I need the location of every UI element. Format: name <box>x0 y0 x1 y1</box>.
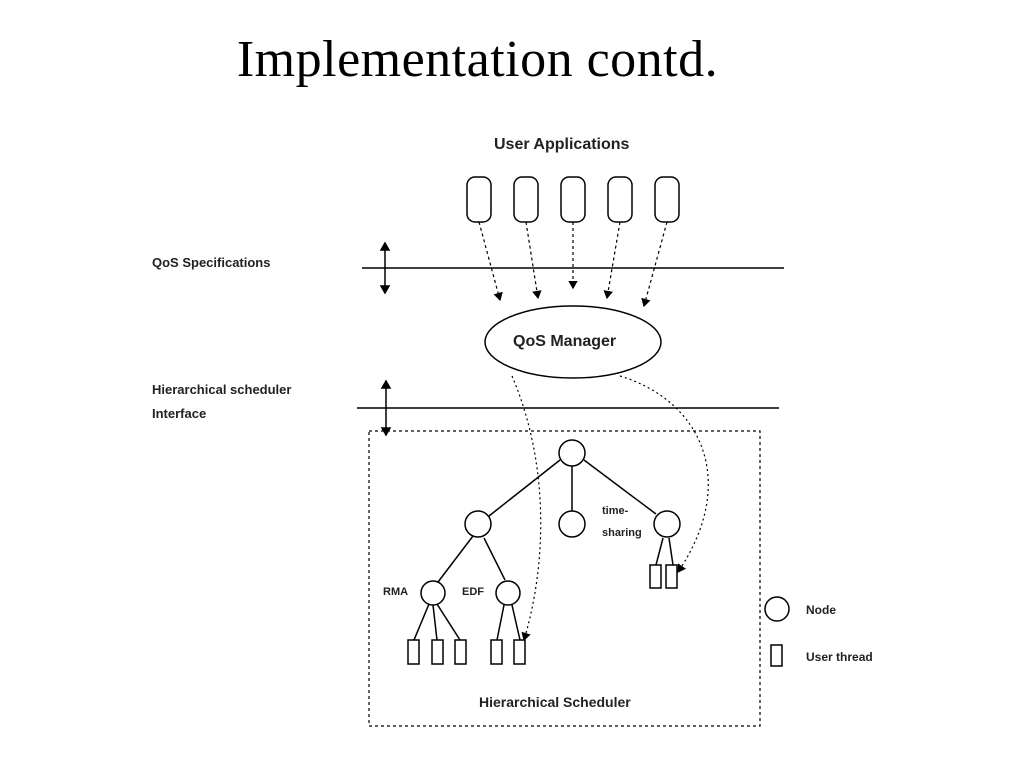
manager-arrow-timesharing <box>619 375 709 573</box>
timesharing-node <box>653 510 681 538</box>
qos-manager-label: QoS Manager <box>513 333 617 350</box>
intermediate-node <box>464 510 492 538</box>
timesharing-label-line1: time- <box>602 505 629 517</box>
hierarchical-interface-label-line1: Hierarchical scheduler <box>152 382 292 397</box>
hierarchical-scheduler-label: Hierarchical Scheduler <box>479 694 631 710</box>
user-app-1 <box>466 176 492 223</box>
thread-rma-3 <box>454 639 467 665</box>
slide-title: Implementation contd. <box>236 31 719 88</box>
user-app-3 <box>560 176 586 223</box>
qos-specifications-label: QoS Specifications <box>152 255 271 270</box>
qos-spec-double-arrow <box>379 241 391 295</box>
user-app-4 <box>607 176 633 223</box>
thread-rma-1 <box>407 639 420 665</box>
user-app-5 <box>654 176 680 223</box>
manager-arrow-edf <box>511 375 542 642</box>
app-arrow-4 <box>603 221 621 300</box>
user-applications-label: User Applications <box>494 136 630 153</box>
timesharing-label-line2: sharing <box>602 527 642 539</box>
leaf-node-center <box>558 510 586 538</box>
rma-label: RMA <box>383 586 409 598</box>
app-arrow-2 <box>525 221 542 300</box>
edf-node <box>495 580 521 606</box>
user-applications <box>466 176 680 223</box>
hierarchical-interface-label-line2: Interface <box>152 406 207 421</box>
thread-edf-1 <box>490 639 503 665</box>
legend-node-icon <box>764 596 790 622</box>
manager-to-thread-arrows <box>511 375 709 642</box>
legend-thread-label: User thread <box>806 650 873 664</box>
user-threads <box>407 564 678 665</box>
app-arrow-1 <box>478 221 503 302</box>
edf-label: EDF <box>462 586 484 598</box>
tree-nodes <box>420 439 681 606</box>
tree-edges <box>413 459 674 641</box>
rma-node <box>420 580 446 606</box>
thread-rma-2 <box>431 639 444 665</box>
legend-thread-icon <box>770 644 783 667</box>
user-app-2 <box>513 176 539 223</box>
thread-ts-1 <box>649 564 662 589</box>
hierarchical-scheduler-box <box>368 430 761 727</box>
qos-manager-ellipse <box>484 305 662 379</box>
app-arrow-5 <box>641 221 668 308</box>
thread-edf-2 <box>513 639 526 665</box>
thread-ts-2 <box>665 564 678 589</box>
root-node <box>558 439 586 467</box>
app-to-manager-arrows <box>478 221 668 308</box>
legend-node-label: Node <box>806 603 836 617</box>
